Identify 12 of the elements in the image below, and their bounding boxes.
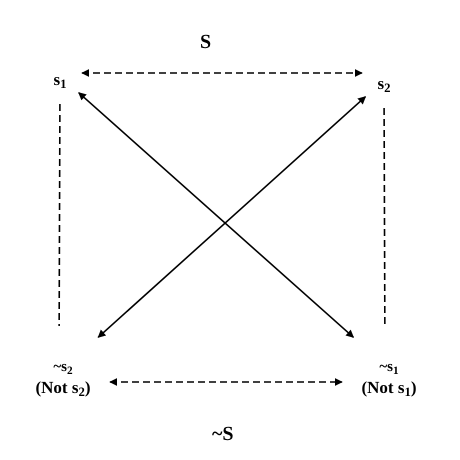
- axis-label: ~S: [212, 422, 234, 447]
- term-label: ~s$_{2}$: [53, 358, 73, 377]
- term-label: s$_{1}$: [54, 68, 66, 90]
- term-label: (Not s$_{2}$): [35, 376, 90, 398]
- axis-label: S: [200, 30, 212, 55]
- term-label: s$_{2}$: [378, 72, 390, 94]
- dashed-line: [383, 108, 386, 326]
- dashed-line: [58, 104, 61, 326]
- double-arrow: [109, 378, 343, 386]
- term-label: ~s$_{1}$: [379, 358, 399, 377]
- double-arrow: [81, 69, 363, 77]
- term-label: (Not s$_{1}$): [361, 376, 416, 398]
